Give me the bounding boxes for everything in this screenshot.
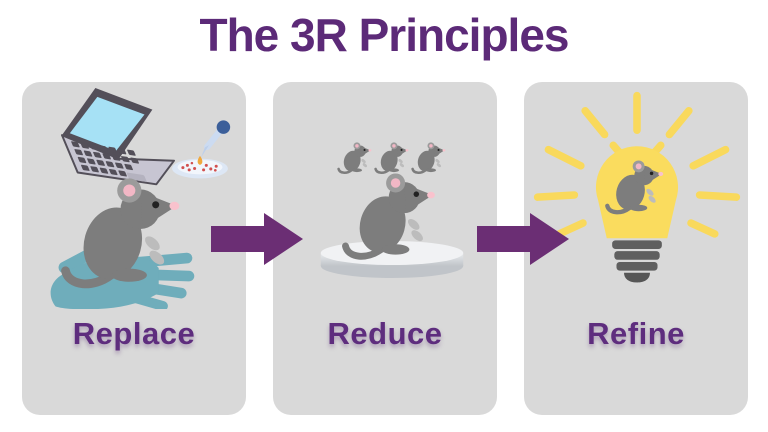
mouse-icon — [341, 170, 445, 265]
arrow-right-icon — [477, 213, 569, 265]
mouse-icon — [60, 174, 192, 295]
arrow-right-icon — [211, 213, 303, 265]
panel-label-refine: Refine — [587, 316, 685, 351]
small-mouse-icon — [337, 141, 373, 175]
panel-reduce: Reduce — [273, 82, 497, 415]
small-mouse-icon — [374, 141, 410, 175]
pipette-petri-dish-icon — [172, 120, 231, 179]
page-title: The 3R Principles — [199, 9, 569, 61]
platform-icon — [320, 241, 464, 278]
panel-label-reduce: Reduce — [327, 316, 443, 351]
panel-refine: Refine — [524, 82, 748, 415]
panels-row: Replace Reduce — [22, 82, 748, 415]
panel-label-replace: Replace — [72, 316, 196, 351]
light-rays-icon — [533, 91, 741, 238]
laptop-icon — [60, 88, 175, 186]
panel-replace: Replace — [22, 82, 246, 415]
bulb-base — [612, 240, 662, 283]
lightbulb-rays-icon — [533, 91, 741, 283]
small-mouse-icon — [411, 141, 447, 175]
